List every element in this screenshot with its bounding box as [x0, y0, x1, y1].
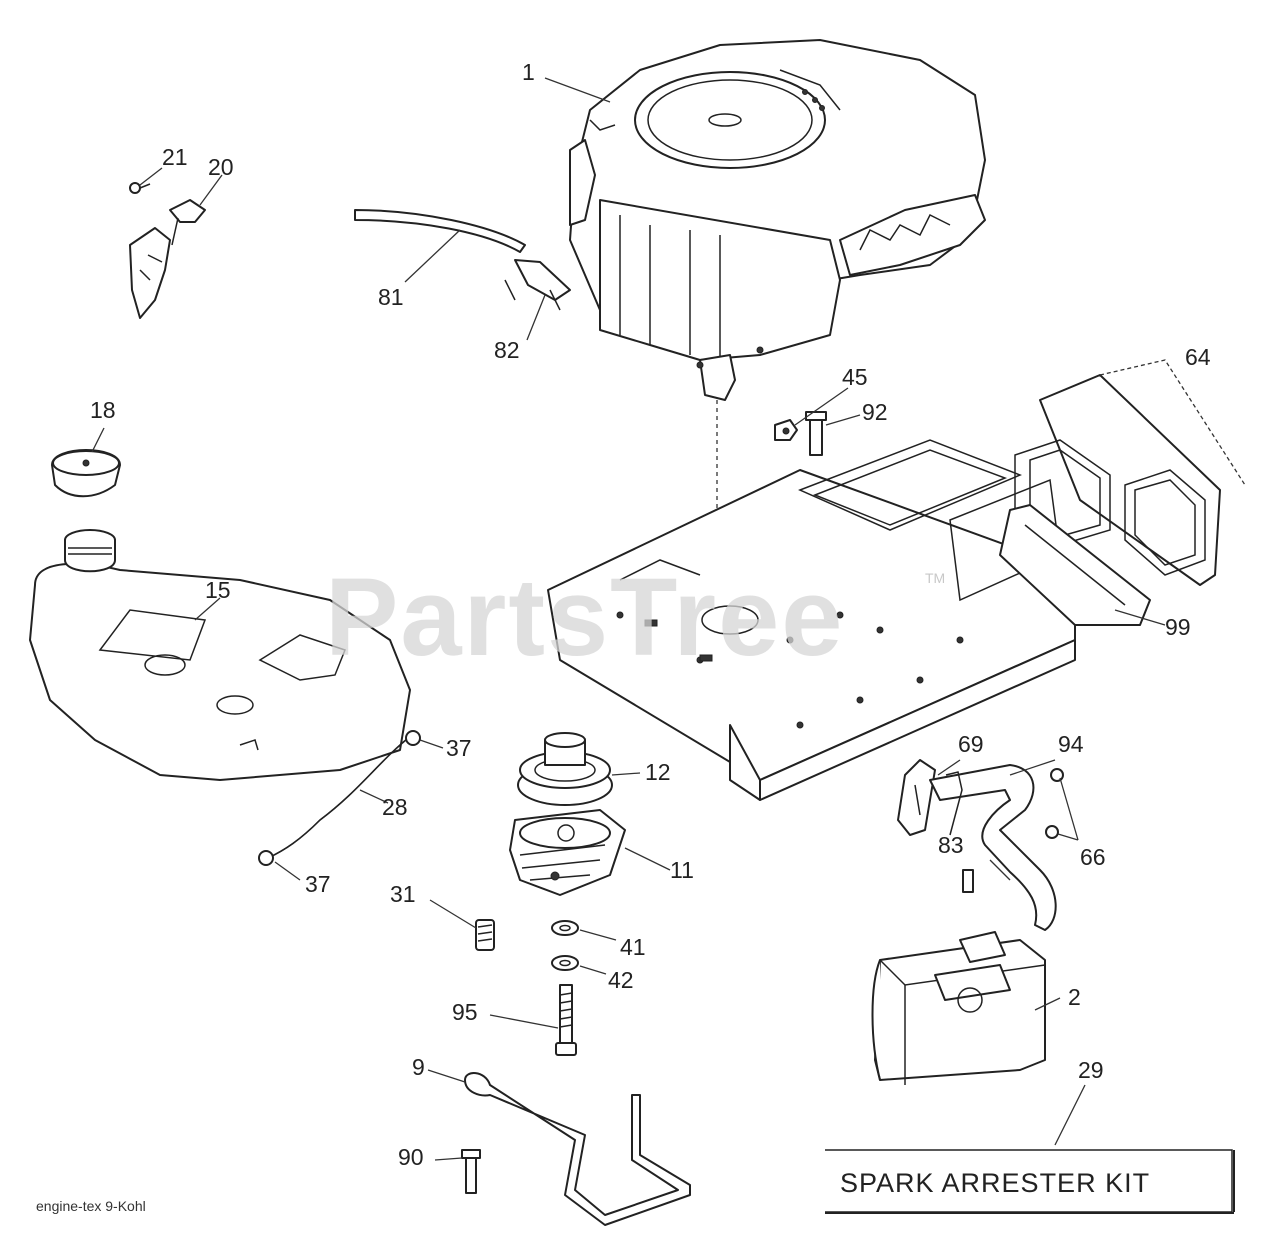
callout-28[interactable]: 28 [382, 794, 408, 820]
bolt-90-part[interactable] [461, 1149, 481, 1194]
frame-plate-part[interactable] [547, 439, 1076, 801]
callout-2[interactable]: 2 [1068, 984, 1081, 1010]
engine-part[interactable] [569, 39, 986, 401]
callout-83[interactable]: 83 [938, 832, 964, 858]
callout-66[interactable]: 66 [1080, 844, 1106, 870]
screw-21-part[interactable] [129, 182, 151, 194]
callout-81[interactable]: 81 [378, 284, 404, 310]
spring-31-part[interactable] [475, 919, 495, 951]
hose-clamp-37-upper-part[interactable] [405, 730, 421, 746]
callout-42[interactable]: 42 [608, 967, 634, 993]
callout-90[interactable]: 90 [398, 1144, 424, 1170]
partstree-watermark: PartsTree [325, 556, 844, 679]
muffler-2-part[interactable] [871, 931, 1046, 1085]
throttle-control-part[interactable] [129, 199, 206, 319]
pulley-12-part[interactable] [517, 732, 613, 806]
callout-1[interactable]: 1 [522, 59, 535, 85]
callout-12[interactable]: 12 [645, 759, 671, 785]
fuel-tank-15-part[interactable] [29, 529, 411, 781]
fuel-hose-28-part[interactable] [267, 734, 413, 859]
callout-69[interactable]: 69 [958, 731, 984, 757]
spark-arrester-kit-label: SPARK ARRESTER KIT [840, 1168, 1150, 1198]
callout-9[interactable]: 9 [412, 1054, 425, 1080]
callout-64[interactable]: 64 [1185, 344, 1211, 370]
exhaust-pipe-94-part[interactable] [929, 764, 1057, 931]
clamp-82-part[interactable] [504, 259, 571, 311]
callout-15[interactable]: 15 [205, 577, 231, 603]
washer-42-part[interactable] [551, 955, 579, 971]
callout-95[interactable]: 95 [452, 999, 478, 1025]
callout-29[interactable]: 29 [1078, 1057, 1104, 1083]
bolt-95-part[interactable] [555, 984, 577, 1056]
trademark-mark: TM [925, 570, 945, 586]
callout-20[interactable]: 20 [208, 154, 234, 180]
diagram-footer-code: engine-tex 9-Kohl [36, 1198, 146, 1214]
callout-18[interactable]: 18 [90, 397, 116, 423]
callout-37-upper[interactable]: 37 [446, 735, 472, 761]
callout-45[interactable]: 45 [842, 364, 868, 390]
bolt-92-part[interactable] [805, 411, 827, 456]
callout-41[interactable]: 41 [620, 934, 646, 960]
callout-92[interactable]: 92 [862, 399, 888, 425]
spark-arrester-kit-box [825, 1149, 1235, 1214]
callout-99[interactable]: 99 [1165, 614, 1191, 640]
gasket-99-part[interactable] [999, 504, 1151, 626]
bracket-9-part[interactable] [464, 1072, 691, 1226]
nut-45-part[interactable] [774, 419, 798, 441]
washer-41-part[interactable] [551, 920, 579, 936]
clutch-11-part[interactable] [509, 809, 626, 896]
gasket-69-part[interactable] [897, 759, 936, 836]
hose-clamp-37-lower-part[interactable] [258, 850, 274, 866]
screw-83-part[interactable] [962, 869, 974, 893]
callout-94[interactable]: 94 [1058, 731, 1084, 757]
callout-37-lower[interactable]: 37 [305, 871, 331, 897]
callout-31[interactable]: 31 [390, 881, 416, 907]
gasket-94-clip-part[interactable] [945, 771, 963, 836]
callout-21[interactable]: 21 [162, 144, 188, 170]
fuel-cap-18-part[interactable] [51, 449, 121, 498]
callout-82[interactable]: 82 [494, 337, 520, 363]
fuel-line-81-part[interactable] [354, 209, 526, 253]
callout-11[interactable]: 11 [670, 857, 694, 883]
